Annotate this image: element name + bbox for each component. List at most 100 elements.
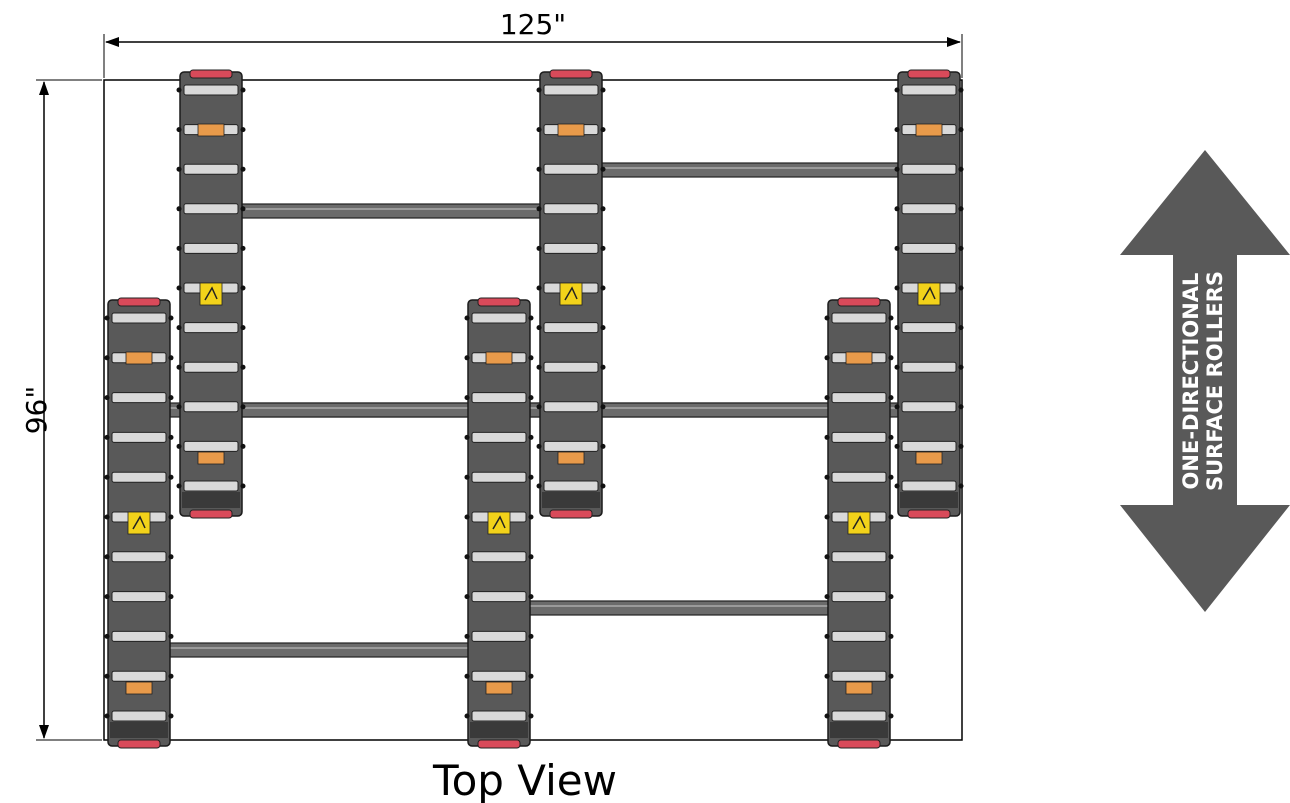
roller — [111, 630, 167, 642]
roller — [901, 401, 957, 413]
height-dimension: 96" — [20, 79, 102, 741]
roller — [901, 361, 957, 373]
roller — [543, 242, 599, 254]
roller — [111, 670, 167, 682]
roller — [901, 203, 957, 215]
roller-track-upper — [176, 69, 246, 519]
view-caption: Top View — [432, 756, 617, 803]
warning-label-icon — [557, 123, 585, 137]
roller — [471, 431, 527, 443]
double-arrow-icon — [1120, 150, 1290, 612]
roller — [831, 312, 887, 324]
crossbar — [599, 162, 899, 178]
roller-tracks — [104, 69, 964, 749]
warning-label-icon — [915, 451, 943, 465]
roller — [543, 84, 599, 96]
roller — [831, 630, 887, 642]
roller — [111, 431, 167, 443]
roller — [471, 710, 527, 722]
roller — [471, 551, 527, 563]
end-cap — [549, 509, 593, 519]
end-cap — [189, 69, 233, 79]
width-dimension: 125" — [103, 8, 963, 78]
roller — [183, 163, 239, 175]
roller — [183, 480, 239, 492]
roller — [831, 591, 887, 603]
width-label: 125" — [500, 8, 566, 41]
end-cap — [189, 509, 233, 519]
warning-label-icon — [125, 681, 153, 695]
roller — [901, 322, 957, 334]
roller-track-lower — [464, 297, 534, 749]
frame-outline — [103, 79, 963, 741]
end-cap — [837, 297, 881, 307]
roller — [471, 591, 527, 603]
roller-track-upper — [536, 69, 606, 519]
roller — [111, 591, 167, 603]
crossbar — [239, 203, 541, 219]
roller — [111, 392, 167, 404]
warning-label-icon — [197, 451, 225, 465]
roller — [111, 471, 167, 483]
roller — [471, 630, 527, 642]
end-cap — [117, 297, 161, 307]
warning-label-icon — [197, 123, 225, 137]
roller — [901, 242, 957, 254]
roller — [471, 392, 527, 404]
roller — [831, 471, 887, 483]
roller — [901, 440, 957, 452]
roller — [183, 84, 239, 96]
end-cap — [117, 739, 161, 749]
roller — [471, 471, 527, 483]
warning-label-icon — [845, 351, 873, 365]
roller — [543, 322, 599, 334]
crossbar — [169, 642, 471, 658]
end-cap — [477, 739, 521, 749]
roller — [543, 203, 599, 215]
roller — [183, 203, 239, 215]
roller-track-upper — [894, 69, 964, 519]
warning-label-icon — [845, 681, 873, 695]
warning-label-icon — [557, 451, 585, 465]
warning-label-icon — [915, 123, 943, 137]
roller — [831, 431, 887, 443]
end-cap — [907, 509, 951, 519]
caution-label-icon — [559, 282, 583, 306]
roller — [111, 312, 167, 324]
roller — [831, 392, 887, 404]
roller-track-lower — [104, 297, 174, 749]
end-cap — [477, 297, 521, 307]
caution-label-icon — [487, 511, 511, 535]
roller — [543, 361, 599, 373]
roller — [831, 551, 887, 563]
roller — [543, 163, 599, 175]
caution-label-icon — [847, 511, 871, 535]
roller — [901, 480, 957, 492]
crossbars — [169, 162, 899, 658]
roller — [543, 401, 599, 413]
warning-label-icon — [125, 351, 153, 365]
crossbar — [529, 600, 829, 616]
warning-label-icon — [485, 681, 513, 695]
roller — [183, 401, 239, 413]
arrow-text-line1: ONE-DIRECTIONAL — [1179, 273, 1203, 490]
roller — [183, 242, 239, 254]
roller — [901, 84, 957, 96]
roller — [111, 551, 167, 563]
roller — [543, 480, 599, 492]
roller — [831, 670, 887, 682]
caution-label-icon — [917, 282, 941, 306]
caution-label-icon — [199, 282, 223, 306]
roller — [901, 163, 957, 175]
end-cap — [907, 69, 951, 79]
warning-label-icon — [485, 351, 513, 365]
roller — [471, 670, 527, 682]
roller — [183, 440, 239, 452]
roller — [111, 710, 167, 722]
roller-track-lower — [824, 297, 894, 749]
roller — [183, 322, 239, 334]
end-cap — [837, 739, 881, 749]
roller — [543, 440, 599, 452]
end-cap — [549, 69, 593, 79]
